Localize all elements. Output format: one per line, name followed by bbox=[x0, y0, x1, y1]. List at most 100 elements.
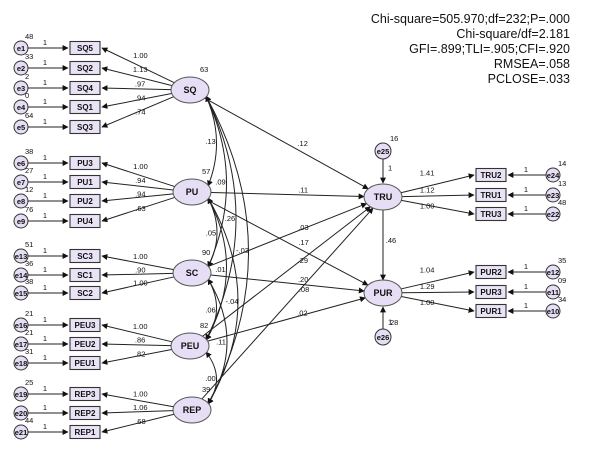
fixed-weight: 1 bbox=[43, 283, 47, 292]
observed-variable: PU2 bbox=[69, 193, 101, 209]
observed-variable: SQ5 bbox=[69, 40, 101, 56]
path-estimate: .17 bbox=[298, 238, 308, 247]
error-variance: 44 bbox=[25, 416, 33, 425]
error-label: e4 bbox=[17, 103, 26, 112]
error-term: e25 bbox=[374, 142, 392, 160]
observed-label: PU3 bbox=[77, 159, 93, 168]
observed-label: PU2 bbox=[77, 197, 93, 206]
fixed-weight: 1 bbox=[524, 282, 528, 291]
covariance-estimate: .01 bbox=[215, 265, 225, 274]
observed-label: PUR1 bbox=[480, 307, 502, 316]
observed-label: PEU1 bbox=[75, 359, 96, 368]
loading-estimate: .90 bbox=[135, 265, 145, 274]
error-label: e14 bbox=[15, 271, 28, 280]
fixed-weight: 1 bbox=[43, 246, 47, 255]
fit-stat-pclose: PCLOSE=.033 bbox=[487, 72, 570, 86]
observed-box bbox=[475, 303, 507, 319]
fixed-weight: 1 bbox=[524, 262, 528, 271]
fixed-weight: 1 bbox=[43, 172, 47, 181]
observed-label: REP1 bbox=[75, 428, 96, 437]
observed-box bbox=[69, 424, 101, 440]
path-estimate: .08 bbox=[299, 285, 309, 294]
latent-label: SC bbox=[186, 268, 199, 278]
factor-loading-path bbox=[400, 173, 475, 194]
fixed-weight: 1 bbox=[388, 164, 392, 173]
fixed-weight: 1 bbox=[43, 38, 47, 47]
covariance-estimate: .26 bbox=[225, 214, 235, 223]
structural-path bbox=[206, 199, 369, 286]
error-term: e10 bbox=[545, 303, 561, 319]
loading-estimate: .86 bbox=[135, 336, 145, 345]
covariance-estimate: .11 bbox=[216, 338, 226, 347]
observed-label: PEU2 bbox=[75, 340, 96, 349]
path-estimate: .11 bbox=[298, 186, 308, 195]
fixed-weight: 1 bbox=[43, 211, 47, 220]
error-label: e18 bbox=[15, 359, 28, 368]
factor-loading-path bbox=[101, 341, 172, 348]
fit-stat-chi-square: Chi-square=505.970;df=232;P=.000 bbox=[370, 12, 570, 26]
error-label: e11 bbox=[547, 288, 559, 297]
observed-variable: PEU2 bbox=[69, 336, 101, 352]
observed-label: SQ1 bbox=[77, 103, 94, 112]
factor-loading-path bbox=[101, 66, 173, 87]
factor-loading-path bbox=[401, 289, 475, 296]
error-label: e26 bbox=[377, 333, 390, 342]
latent-label: TRU bbox=[374, 192, 393, 202]
observed-box bbox=[69, 336, 101, 352]
latent-ellipse bbox=[170, 76, 210, 104]
error-variance: 31 bbox=[25, 347, 33, 356]
observed-variable: PUR2 bbox=[475, 264, 507, 280]
loading-estimate: 1.00 bbox=[133, 278, 148, 287]
error-label: e16 bbox=[15, 321, 28, 330]
factor-loading-path bbox=[101, 92, 172, 109]
error-variance: 35 bbox=[558, 256, 566, 265]
error-variance: 48 bbox=[25, 32, 33, 41]
observed-box bbox=[69, 267, 101, 283]
latent-label: PEU bbox=[181, 341, 200, 351]
fit-statistics: Chi-square=505.970;df=232;P=.000 Chi-squ… bbox=[310, 12, 570, 87]
observed-label: PUR3 bbox=[480, 288, 502, 297]
covariance-estimate: .06 bbox=[205, 306, 215, 315]
observed-variable: TRU3 bbox=[475, 206, 507, 222]
error-term: e11 bbox=[545, 284, 561, 300]
observed-variable: PU4 bbox=[69, 213, 101, 229]
error-variance: 09 bbox=[558, 276, 566, 285]
error-label: e21 bbox=[15, 428, 28, 437]
latent-ellipse bbox=[363, 279, 403, 307]
loading-estimate: 1.00 bbox=[420, 298, 435, 307]
observed-box bbox=[69, 317, 101, 333]
squared-multiple-correlation: 90 bbox=[202, 248, 210, 257]
observed-variable: PUR3 bbox=[475, 284, 507, 300]
error-circle bbox=[545, 167, 561, 183]
error-label: e20 bbox=[15, 409, 28, 418]
latent-sc: SC 90 bbox=[172, 248, 212, 287]
observed-label: SQ5 bbox=[77, 44, 94, 53]
error-variance: 0 bbox=[25, 91, 29, 100]
latent-ellipse bbox=[363, 183, 403, 211]
error-label: e23 bbox=[547, 191, 560, 200]
latent-label: PUR bbox=[373, 288, 393, 298]
covariance-estimate: -.03 bbox=[236, 246, 249, 255]
error-variance: 14 bbox=[558, 159, 566, 168]
observed-box bbox=[69, 80, 101, 96]
path-estimate: .29 bbox=[298, 256, 308, 265]
loading-estimate: 1.00 bbox=[133, 252, 148, 261]
observed-box bbox=[69, 60, 101, 76]
covariance-estimate: -.04 bbox=[226, 297, 239, 306]
loading-estimate: 1.12 bbox=[420, 185, 435, 194]
latent-ellipse bbox=[170, 332, 210, 360]
factor-loading-path bbox=[101, 348, 172, 365]
factor-loading-path bbox=[101, 47, 175, 84]
error-term: e5 bbox=[13, 119, 29, 135]
error-variance: 38 bbox=[25, 147, 33, 156]
structural-path bbox=[207, 296, 366, 342]
loading-estimate: 1.00 bbox=[133, 51, 148, 60]
